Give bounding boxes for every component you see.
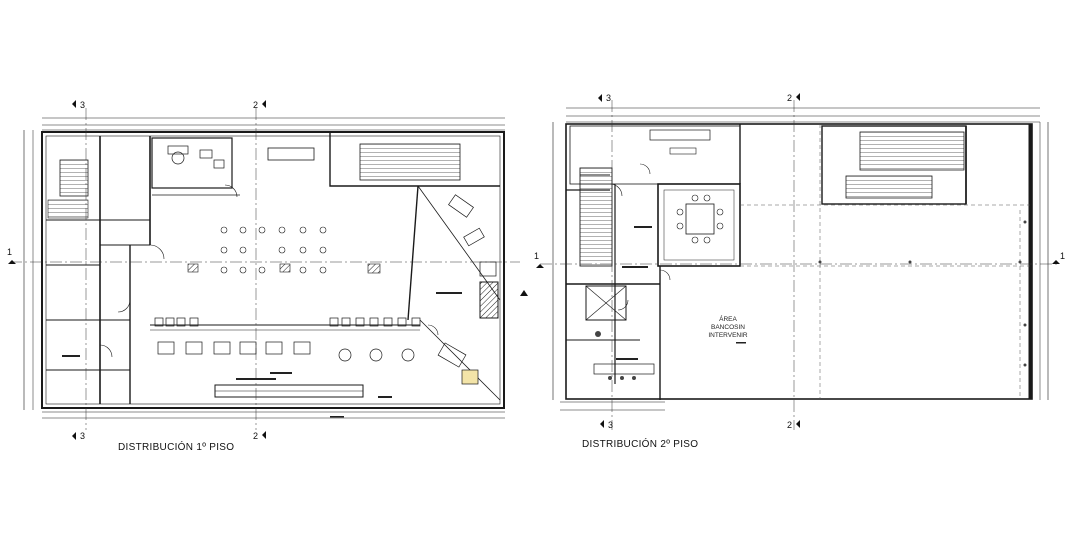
svg-text:3: 3	[606, 93, 611, 103]
plan-first-floor-axis-markers: 3 3 2 2 1	[7, 100, 528, 441]
svg-text:2: 2	[787, 420, 792, 430]
plan-second-floor-title: DISTRIBUCIÓN 2º PISO	[582, 439, 699, 450]
plan-second-floor	[540, 100, 1060, 430]
svg-text:2: 2	[787, 93, 792, 103]
plan-first-floor	[10, 108, 520, 430]
svg-text:3: 3	[608, 420, 613, 430]
svg-text:3: 3	[80, 100, 85, 110]
svg-text:2: 2	[253, 100, 258, 110]
area-note-line-2: BANCOSIN	[711, 324, 745, 331]
area-note-line-3: INTERVENIR	[708, 332, 748, 339]
plan-second-floor-axis-markers: 3 3 2 2 1 1	[534, 93, 1065, 430]
area-note-line-1: ÁREA	[719, 316, 737, 323]
svg-text:3: 3	[80, 431, 85, 441]
plan-first-floor-title: DISTRIBUCIÓN 1º PISO	[118, 442, 235, 453]
svg-text:1: 1	[1060, 251, 1065, 261]
svg-text:1: 1	[534, 251, 539, 261]
area-note: ÁREA BANCOSIN INTERVENIR	[706, 316, 750, 340]
svg-text:1: 1	[7, 247, 12, 257]
svg-text:2: 2	[253, 431, 258, 441]
